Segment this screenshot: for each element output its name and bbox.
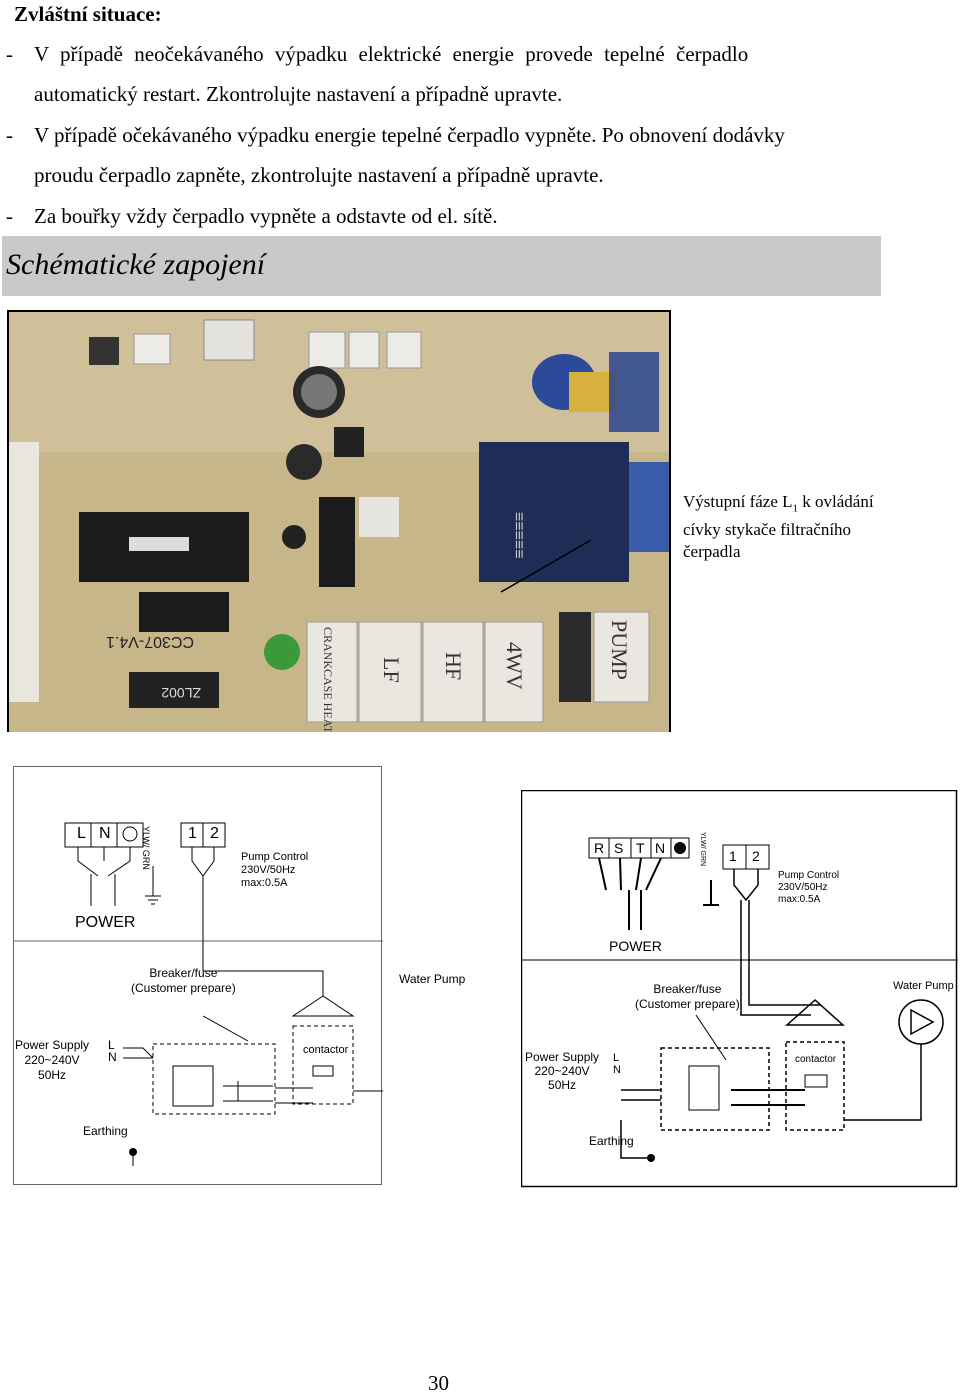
terminal-s: S [614, 840, 624, 856]
pump-control-label: Pump Control 230V/50Hz max:0.5A [241, 851, 309, 889]
label-pump: PUMP [607, 620, 632, 680]
earthing-label: Earthing [589, 1134, 634, 1148]
breaker-label: Breaker/fuse (Customer prepare) [635, 982, 740, 1011]
board-model-label: CC307-V4.1 [106, 633, 194, 650]
section-title: Schématické zapojení [6, 248, 266, 281]
power-supply-label: Power Supply 220~240V 50Hz [15, 1038, 90, 1082]
contactor-label: contactor [795, 1054, 837, 1065]
svg-text:≡≡≡≡≡: ≡≡≡≡≡ [510, 512, 527, 559]
contactor-label: contactor [303, 1044, 349, 1056]
bullet-2-line-1: - V případě očekávaného výpadku energie … [6, 123, 785, 147]
ln-label: L N [108, 1038, 117, 1064]
terminal-1: 1 [188, 825, 197, 842]
photo-caption: Výstupní fáze L1 k ovládání cívky stykač… [683, 492, 874, 562]
chip-label: ZL002 [161, 685, 201, 701]
label-4wv: 4WV [502, 642, 527, 690]
ylw-grn-label: YLW/ GRN [699, 832, 706, 867]
bullet-1-line-1: - V případě neočekávaného výpadku elektr… [6, 42, 749, 66]
earthing-label: Earthing [83, 1124, 128, 1138]
water-pump-label: Water Pump [893, 980, 954, 992]
bullet-3-line-1: - Za bouřky vždy čerpadlo vypněte a odst… [6, 204, 498, 228]
breaker-label: Breaker/fuse (Customer prepare) [131, 966, 236, 995]
section-bar [2, 236, 881, 296]
ylw-grn-label: YLW/ GRN [141, 826, 151, 870]
pcb-illustration: ≡≡≡≡≡ CC307-V4.1 ZL002 CRANKCASE HEATER … [9, 312, 669, 732]
terminal-2: 2 [210, 825, 219, 842]
power-supply-label: Power Supply 220~240V 50Hz [525, 1050, 600, 1092]
bullet-1-line-2: automatický restart. Zkontrolujte nastav… [34, 82, 563, 106]
label-crankcase: CRANKCASE HEATER [321, 627, 335, 732]
terminal-1: 1 [729, 848, 737, 864]
terminal-n: N [655, 840, 666, 856]
water-pump-label: Water Pump [399, 972, 466, 986]
label-lf: LF [379, 657, 404, 683]
terminal-t: T [636, 840, 645, 856]
pump-control-label: Pump Control 230V/50Hz max:0.5A [778, 870, 840, 905]
terminal-n: N [99, 825, 111, 842]
section-heading: Zvláštní situace: [14, 2, 162, 26]
power-label: POWER [75, 914, 136, 931]
pcb-photo: ≡≡≡≡≡ CC307-V4.1 ZL002 CRANKCASE HEATER … [7, 310, 671, 732]
wiring-diagram-three-phase: R S T N YLW/ GRN 1 2 Pump Control 230V/5… [521, 790, 958, 1188]
wiring-diagram-single-phase: L N YLW/ GRN 1 2 Pump Control 230V/50Hz … [13, 766, 465, 1186]
page-number: 30 [428, 1371, 449, 1395]
power-label: POWER [609, 938, 662, 954]
ln-label: L N [613, 1052, 621, 1076]
terminal-2: 2 [752, 848, 760, 864]
label-hf: HF [441, 652, 466, 680]
bullet-2-line-2: proudu čerpadlo zapněte, zkontrolujte na… [34, 163, 604, 187]
terminal-r: R [594, 840, 605, 856]
terminal-l: L [77, 825, 86, 842]
